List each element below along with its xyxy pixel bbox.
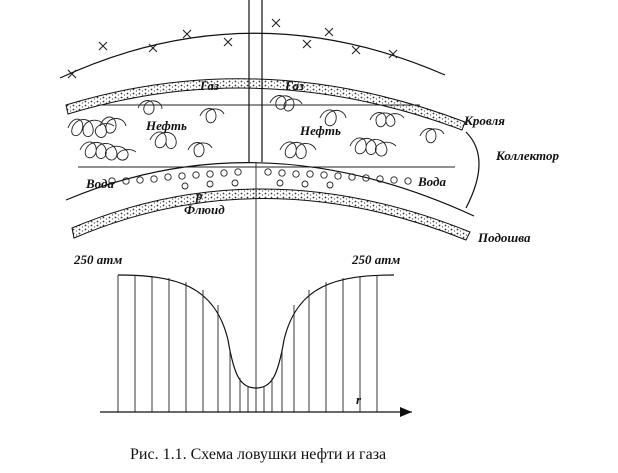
water-circles — [108, 168, 412, 190]
label-fluid: Флюид — [184, 202, 225, 217]
label-water-left: Вода — [85, 176, 114, 191]
label-collector: Коллектор — [495, 148, 559, 163]
base-band — [71, 188, 471, 241]
figure-caption: Рис. 1.1. Схема ловушки нефти и газа — [130, 446, 386, 463]
label-r-axis: r — [356, 392, 362, 407]
collector-outer-arc — [65, 162, 475, 217]
label-roof: Кровля — [463, 113, 505, 128]
label-pressure-right: 250 атм — [351, 252, 400, 267]
pressure-curve — [117, 274, 395, 389]
r-axis-arrow — [400, 407, 412, 417]
label-water-right: Вода — [417, 174, 446, 189]
cap-rock-cross-marks — [67, 18, 398, 79]
label-p: p — [195, 188, 203, 203]
label-base: Подошва — [477, 230, 531, 245]
label-gas-left: Газ — [199, 78, 219, 93]
label-oil-right: Нефть — [299, 123, 341, 138]
oil-spirals — [67, 95, 445, 161]
roof-band — [65, 78, 466, 131]
label-pressure-left: 250 атм — [73, 252, 122, 267]
label-oil-left: Нефть — [145, 118, 187, 133]
pressure-hatch-lines — [117, 275, 378, 412]
label-gas-right: Газ — [284, 78, 304, 93]
collector-bracket — [465, 131, 480, 209]
upper-strata-arc — [59, 32, 446, 79]
